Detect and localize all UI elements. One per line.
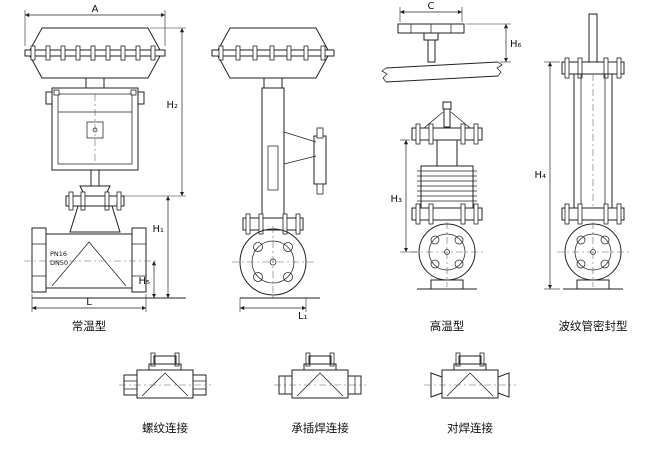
- dim-H2-label: H₂: [166, 100, 178, 111]
- diaphragm-actuator-side: [211, 27, 335, 89]
- round-flange-body: [232, 226, 320, 300]
- view-high-temp: C H₆: [381, 1, 522, 333]
- dimension-H4: H₄: [534, 61, 560, 290]
- dimension-H3: H₃: [390, 139, 417, 253]
- view-normal-temp-side: L₁: [211, 27, 335, 322]
- dimension-L1: L₁: [239, 298, 308, 322]
- dimension-A: A: [24, 4, 166, 46]
- connection-socket-weld: 承插焊连接: [273, 352, 367, 435]
- yoke-column: [261, 87, 327, 219]
- body-mark-pn: PN16: [50, 250, 67, 258]
- dim-C-label: C: [428, 1, 435, 12]
- dimension-H6: H₆: [466, 23, 522, 63]
- mounting-plate: [381, 61, 503, 83]
- caption-normal-temp: 常温型: [72, 319, 107, 333]
- body-mark-dn: DN50: [50, 259, 68, 267]
- view-normal-temp-front: A: [24, 4, 186, 333]
- diaphragm-actuator: [24, 27, 166, 89]
- round-flange-body-high-temp: [411, 222, 483, 290]
- dimension-L: L: [31, 294, 147, 312]
- dimension-H2: H₂: [124, 27, 186, 197]
- bonnet: [65, 169, 125, 211]
- caption-threaded: 螺纹连接: [142, 421, 188, 435]
- dim-H6-label: H₆: [510, 39, 522, 50]
- caption-high-temp: 高温型: [430, 319, 465, 333]
- globe-valve-body: PN16 DN50: [24, 205, 186, 299]
- dim-L-label: L: [86, 297, 92, 308]
- round-flange-body-bellows: [557, 222, 629, 290]
- connection-butt-weld: 对焊连接: [423, 352, 517, 435]
- dimension-C: C: [399, 1, 463, 22]
- finned-bonnet-assembly: [411, 101, 483, 225]
- dim-H1-label: H₁: [152, 224, 164, 235]
- connection-threaded: 螺纹连接: [118, 352, 212, 435]
- dim-H3-label: H₃: [390, 194, 402, 205]
- caption-bellows-seal: 波纹管密封型: [559, 319, 628, 333]
- handwheel: [397, 23, 465, 63]
- dim-A-label: A: [92, 4, 99, 15]
- dim-H5-label: H₅: [138, 276, 150, 287]
- dimension-H1: H₁: [152, 196, 171, 298]
- dim-H4-label: H₄: [534, 170, 546, 181]
- dim-L1-label: L₁: [298, 311, 308, 322]
- dimension-H5: H₅: [138, 261, 157, 298]
- bonnet-flange-side: [242, 213, 304, 235]
- caption-socket-weld: 承插焊连接: [291, 421, 349, 435]
- view-bellows-seal: H₄ 波纹管密封型: [534, 13, 629, 333]
- caption-butt-weld: 对焊连接: [447, 421, 493, 435]
- positioner-box: [45, 87, 145, 171]
- bellows-column: [561, 13, 625, 225]
